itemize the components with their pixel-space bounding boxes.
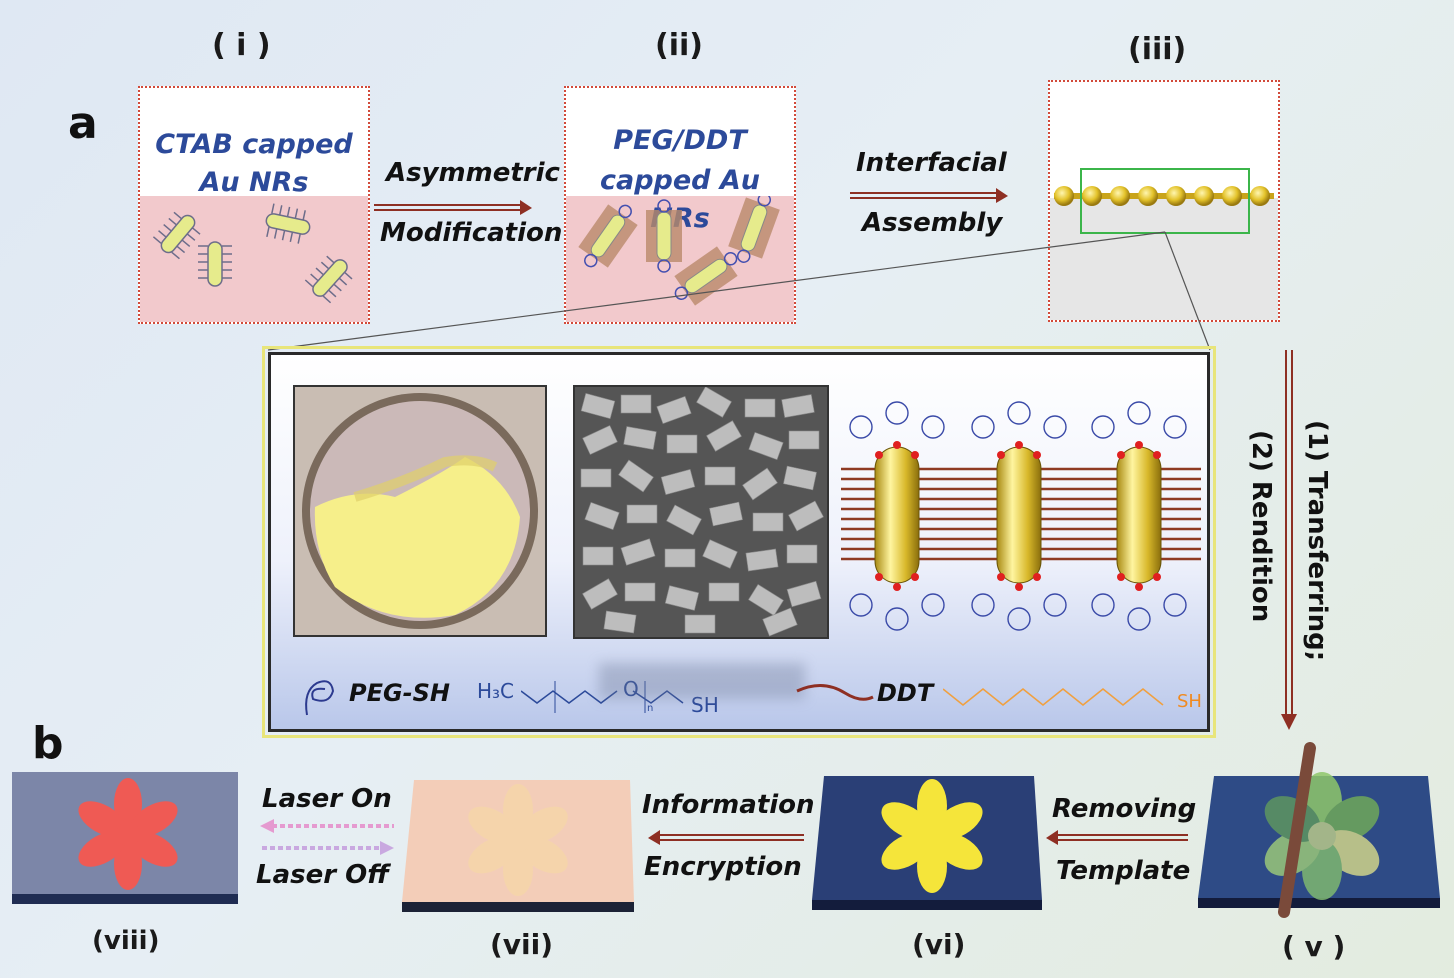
step-label-viii: (viii) [92,926,160,956]
step-label-vi: (vi) [912,928,966,961]
arrow-5-label-bottom: Laser Off [256,860,389,890]
legend-peg-label: PEG-SH [349,679,451,707]
arrow-2-label-top: Interfacial [856,148,1007,178]
petri-dish-image [295,387,545,635]
vertical-label-rendition: (2) Rendition [1246,430,1276,623]
box-ctab-aunr: CTAB capped Au NRs [138,86,370,324]
peg-structural-formula: H₃C O n SH [477,673,807,721]
box-i-label-line2: Au NRs [199,167,309,198]
box-i-label-line1: CTAB capped [155,129,353,160]
legend-ddt-label: DDT [877,679,934,707]
arrow-2-label-bottom: Assembly [862,208,1003,238]
zoom-panel-outer: PEG-SH H₃C O n SH DDT SH [262,346,1216,738]
petri-dish-photo [293,385,547,637]
step-label-vii: (vii) [490,928,554,961]
ctab-nanorods-illustration [152,203,353,304]
arrow-4-label-bottom: Encryption [644,852,802,882]
blurred-region [599,663,805,699]
sem-nanorod-image [575,387,827,637]
peg-formula-o: O [623,677,639,701]
substrate-v-template-flower [1198,742,1440,918]
arrow-4-label-top: Information [642,790,815,820]
arrow-5-label-top: Laser On [262,784,392,814]
lower-phase [1050,198,1278,320]
arrow-1-label-top: Asymmetric [386,158,560,188]
peg-formula-chain [521,681,684,713]
gold-nanorod-chain [1054,186,1274,206]
right-arrow-icon [850,188,1008,203]
substrate-vi-yellow-flower [812,776,1042,910]
laser-on-off-arrows-icon [260,819,394,855]
peg-formula-n: n [647,703,654,714]
step-label-iii: (iii) [1128,32,1187,67]
down-arrow-icon [1281,350,1297,730]
box-ii-label-line1: PEG/DDT [613,125,747,156]
arrow-3-label-bottom: Template [1056,856,1191,886]
right-arrow-icon [374,200,532,215]
peg-formula-h3c: H₃C [477,679,515,703]
panel-label-b: b [32,718,64,769]
arrow-1-label-bottom: Modification [380,218,563,248]
ddt-structural-formula [943,687,1164,707]
box-interfacial-assembly [1048,80,1280,322]
vertical-label-transferring: (1) Transferring; [1302,420,1332,662]
substrate-viii-red-flower [12,772,238,904]
substrate-vii-hidden-flower [402,780,634,912]
peg-ddt-nanorod-schematic [841,401,1201,631]
step-label-i: ( i ) [212,28,271,63]
left-arrow-icon [1046,830,1188,845]
ddt-chain-icon [796,684,874,701]
step-label-v: ( v ) [1282,930,1346,963]
peg-coil-icon [305,680,335,716]
sem-image [573,385,829,639]
peg-ddt-nanorods-illustration [578,196,780,306]
box-peg-ddt-aunr: PEG/DDT capped Au NRs [564,86,796,324]
panel-label-a: a [68,98,98,149]
zoom-panel: PEG-SH H₃C O n SH DDT SH [268,352,1210,732]
legend-ddt-sh: SH [1177,691,1202,712]
peg-formula-sh: SH [691,693,719,717]
arrow-3-label-top: Removing [1052,794,1197,824]
left-arrow-icon [648,830,804,845]
step-label-ii: (ii) [655,28,703,63]
